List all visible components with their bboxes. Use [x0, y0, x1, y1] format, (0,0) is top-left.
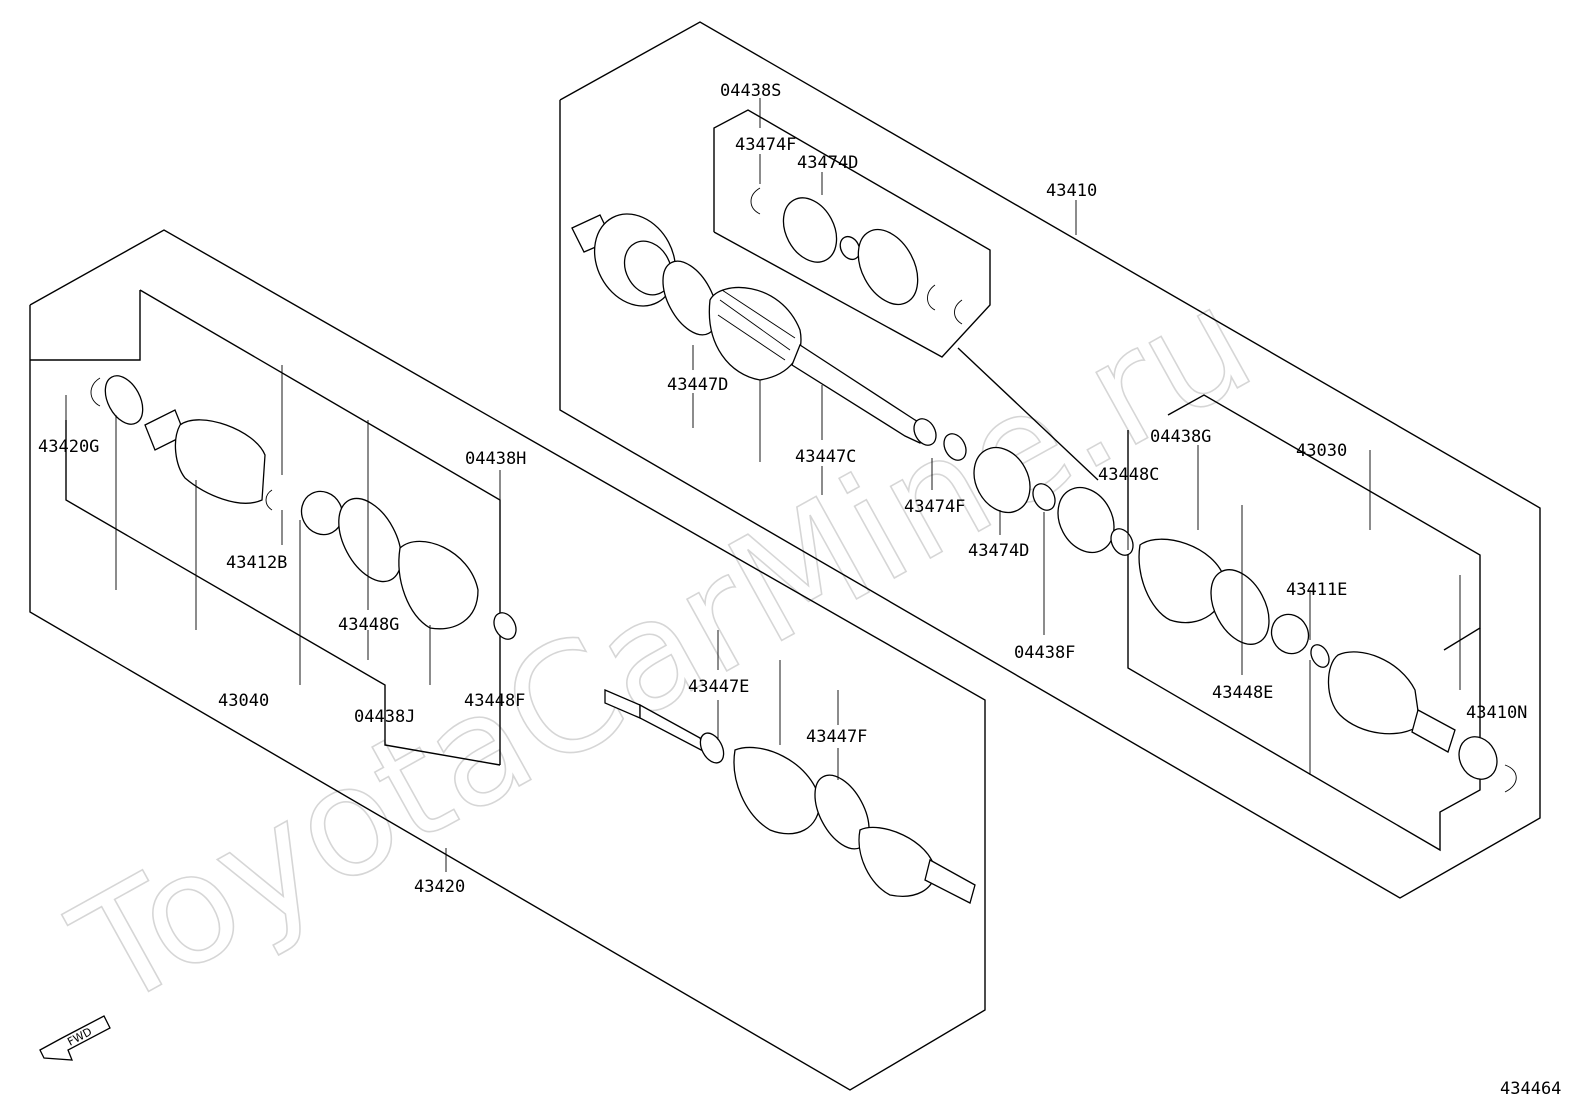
label-43420: 43420 [414, 877, 465, 897]
label-43410: 43410 [1046, 181, 1097, 201]
label-43420G: 43420G [38, 437, 99, 457]
right-assembly-frame [559, 21, 1541, 899]
label-43447D: 43447D [667, 375, 728, 395]
part-labels: 04438S 43474F 43474D 43410 43447D 43447C… [38, 81, 1527, 897]
label-04438H: 04438H [465, 449, 526, 469]
label-04438S: 04438S [720, 81, 781, 101]
label-43448E: 43448E [1212, 683, 1273, 703]
watermark-text: ToyotaCarMine.ru [47, 254, 1278, 1042]
fwd-arrow-icon: FWD [39, 1015, 111, 1061]
label-43410N: 43410N [1466, 703, 1527, 723]
fwd-label: FWD [65, 1025, 94, 1049]
label-04438F: 04438F [1014, 643, 1075, 663]
label-04438G: 04438G [1150, 427, 1211, 447]
label-43447C: 43447C [795, 447, 856, 467]
right-shaft-parts [571, 187, 1517, 793]
label-43412B: 43412B [226, 553, 287, 573]
label-43447E: 43447E [688, 677, 749, 697]
label-43448G: 43448G [338, 615, 399, 635]
label-43474F-top: 43474F [735, 135, 796, 155]
figure-number: 434464 [1500, 1079, 1561, 1099]
left-shaft-parts [90, 375, 976, 904]
label-43447F: 43447F [806, 727, 867, 747]
label-43448F: 43448F [464, 691, 525, 711]
leader-lines [65, 98, 1461, 872]
label-43474D-top: 43474D [797, 153, 858, 173]
label-04438J: 04438J [354, 707, 415, 727]
label-43030: 43030 [1296, 441, 1347, 461]
label-43411E: 43411E [1286, 580, 1347, 600]
label-43474D-mid: 43474D [968, 541, 1029, 561]
label-43040: 43040 [218, 691, 269, 711]
label-43474F-mid: 43474F [904, 497, 965, 517]
label-43448C: 43448C [1098, 465, 1159, 485]
